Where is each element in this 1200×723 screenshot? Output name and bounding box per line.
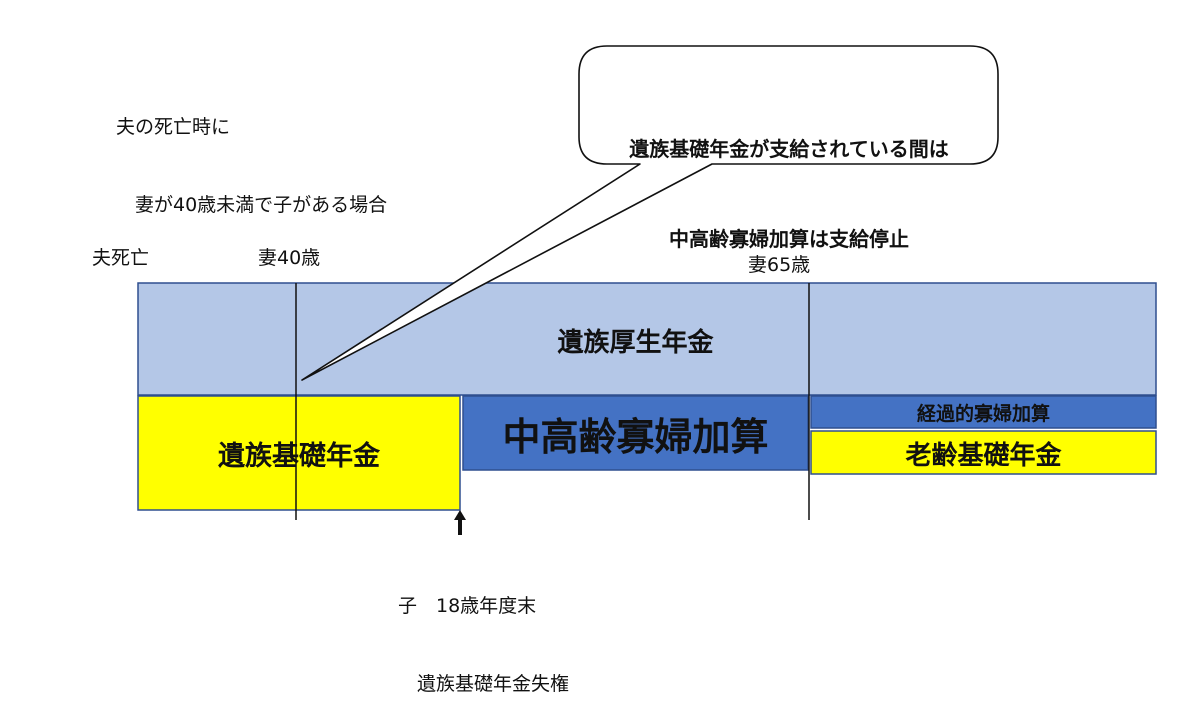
- callout-line2: 中高齢寡婦加算は支給停止: [669, 227, 909, 251]
- child-note-line1: 子 18歳年度末: [398, 595, 537, 617]
- arrow-up-icon: [454, 510, 466, 535]
- husband-death-marker: 夫死亡: [92, 247, 150, 269]
- middle-aged-widow-addition-label: 中高齢寡婦加算: [502, 414, 769, 459]
- wife-65-marker: 妻65歳: [748, 254, 811, 276]
- child-note-line2: 遺族基礎年金失権: [398, 673, 570, 695]
- scenario-heading: 夫の死亡時に 妻が40歳未満で子がある場合: [116, 62, 387, 244]
- callout-text: 遺族基礎年金が支給されている間は 中高齢寡婦加算は支給停止: [580, 74, 998, 284]
- transitional-widow-addition-bar: [810, 395, 1157, 429]
- old-age-basic-pension-bar: [810, 430, 1157, 475]
- wife-40-marker: 妻40歳: [258, 247, 321, 269]
- scenario-heading-line2: 妻が40歳未満で子がある場合: [116, 194, 388, 216]
- scenario-heading-line1: 夫の死亡時に: [116, 116, 231, 138]
- child-note: 子 18歳年度末 遺族基礎年金失権: [398, 541, 569, 723]
- transitional-widow-addition-label: 経過的寡婦加算: [916, 402, 1050, 425]
- survivors-basic-pension-label: 遺族基礎年金: [218, 440, 380, 472]
- middle-aged-widow-addition-bar: [462, 395, 809, 471]
- survivors-employee-pension-label: 遺族厚生年金: [557, 327, 714, 358]
- callout-bubble: [301, 45, 999, 381]
- callout-line1: 遺族基礎年金が支給されている間は: [629, 137, 949, 161]
- survivors-basic-pension-bar: [137, 395, 461, 511]
- old-age-basic-pension-label: 老齢基礎年金: [905, 440, 1062, 471]
- timeline-diagram: [137, 45, 1157, 535]
